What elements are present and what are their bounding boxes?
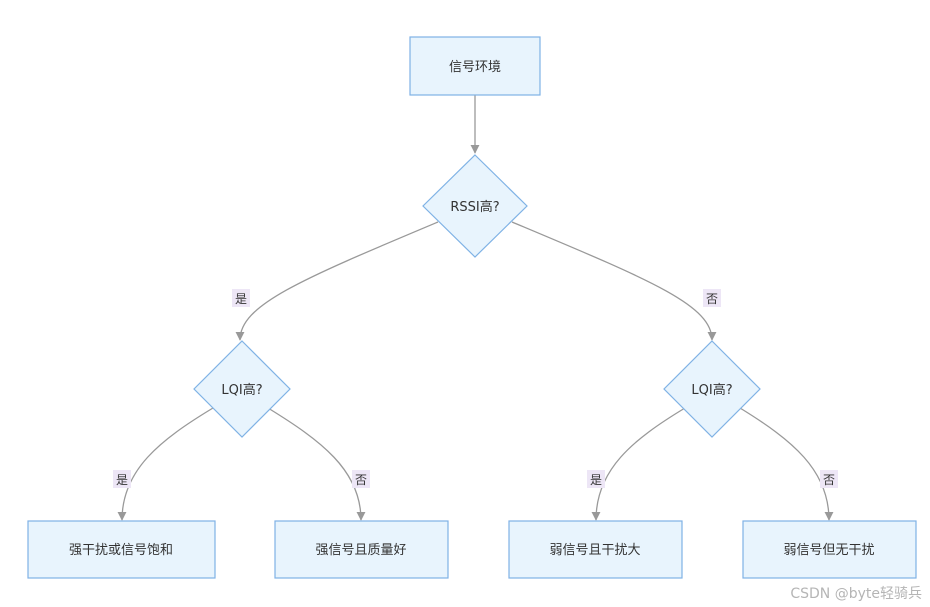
edge-lqi-left-to-leaf2: [267, 407, 366, 521]
node-signal-environment: 信号环境: [409, 36, 541, 96]
leaf-weak-signal-high-interference: 弱信号且干扰大: [508, 520, 683, 579]
watermark-text: CSDN @byte轻骑兵: [790, 586, 922, 602]
svg-text:是: 是: [116, 473, 128, 487]
edges: [117, 95, 834, 521]
svg-text:强干扰或信号饱和: 强干扰或信号饱和: [69, 543, 173, 558]
svg-text:弱信号但无干扰: 弱信号但无干扰: [783, 543, 874, 558]
leaf-weak-signal-no-interference: 弱信号但无干扰: [742, 520, 917, 579]
edge-rssi-to-lqi-left: [235, 221, 439, 341]
leaf-strong-interference-or-saturation: 强干扰或信号饱和: [27, 520, 216, 579]
svg-text:信号环境: 信号环境: [449, 60, 501, 75]
edge-lqi-right-to-leaf3: [591, 407, 686, 521]
svg-text:否: 否: [823, 473, 835, 487]
svg-text:强信号且质量好: 强信号且质量好: [315, 543, 406, 558]
edge-label-rssi-yes: 是: [232, 289, 250, 307]
decision-rssi-high: RSSI高?: [422, 154, 528, 258]
svg-text:是: 是: [590, 473, 602, 487]
edge-label-lqi-right-yes: 是: [587, 470, 605, 488]
edge-label-lqi-left-yes: 是: [113, 470, 131, 488]
svg-text:弱信号且干扰大: 弱信号且干扰大: [549, 543, 640, 558]
edge-rssi-to-lqi-right: [511, 221, 717, 341]
edge-lqi-right-to-leaf4: [739, 407, 834, 521]
edge-label-rssi-no: 否: [703, 289, 721, 307]
svg-text:否: 否: [706, 292, 718, 306]
svg-text:是: 是: [235, 292, 247, 306]
svg-text:RSSI高?: RSSI高?: [450, 199, 499, 215]
leaf-strong-signal-good-quality: 强信号且质量好: [274, 520, 449, 579]
decision-lqi-high-left: LQI高?: [193, 340, 291, 438]
edge-labels: 是 否 是 否 是 否: [113, 289, 838, 488]
edge-lqi-left-to-leaf1: [117, 407, 214, 521]
edge-label-lqi-right-no: 否: [820, 470, 838, 488]
edge-label-lqi-left-no: 否: [352, 470, 370, 488]
decision-lqi-high-right: LQI高?: [663, 340, 761, 438]
svg-text:LQI高?: LQI高?: [691, 382, 732, 398]
svg-text:否: 否: [355, 473, 367, 487]
svg-text:LQI高?: LQI高?: [221, 382, 262, 398]
nodes: 信号环境 RSSI高? LQI高? LQI高? 强干扰或信号饱和 强信号且质量好: [27, 36, 917, 579]
